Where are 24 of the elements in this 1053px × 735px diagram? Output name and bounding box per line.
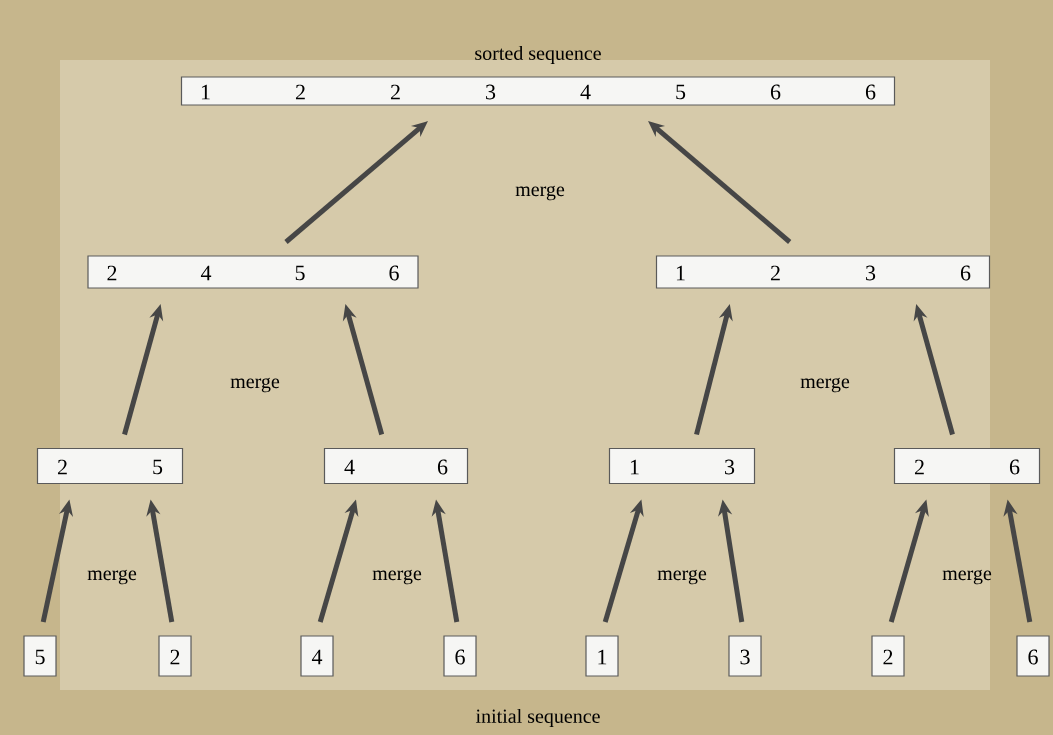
caption: initial sequence: [475, 708, 600, 728]
array-box: 2 5: [36, 447, 184, 485]
merge-label: merge: [230, 377, 280, 393]
array-box: 1 2 3 6: [655, 255, 991, 289]
merge-label: merge: [515, 185, 565, 201]
merge-label: merge: [372, 569, 422, 585]
heading: sorted sequence: [475, 45, 601, 65]
array-box: 6: [1016, 635, 1050, 677]
array-box: 4 6: [323, 447, 469, 485]
merge-label: merge: [87, 569, 137, 585]
array-box: 4: [300, 635, 334, 677]
array-box: 2: [871, 635, 905, 677]
array-box: 2 4 5 6: [87, 255, 419, 289]
array-box: 3: [728, 635, 762, 677]
array-box: 1 3: [608, 447, 756, 485]
array-box: 1 2 2 3 4 5 6 6: [180, 76, 896, 106]
merge-label: merge: [800, 377, 850, 393]
array-box: 6: [443, 635, 477, 677]
array-box: 5: [23, 635, 57, 677]
merge-label: merge: [942, 569, 992, 585]
array-box: 2: [158, 635, 192, 677]
merge-label: merge: [657, 569, 707, 585]
array-box: 1: [585, 635, 619, 677]
array-box: 2 6: [893, 447, 1041, 485]
